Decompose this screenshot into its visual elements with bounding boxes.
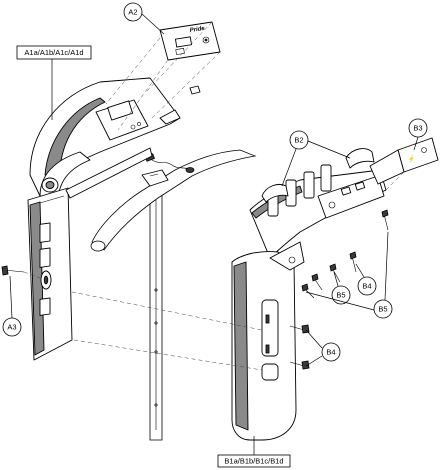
svg-text:B4: B4 xyxy=(362,282,371,291)
svg-text:A2: A2 xyxy=(128,8,137,17)
front-shroud-assembly xyxy=(27,77,181,361)
pride-logo: Pride xyxy=(189,26,205,34)
svg-text:A3: A3 xyxy=(7,323,16,332)
svg-text:B4: B4 xyxy=(326,348,335,357)
svg-text:B1a/B1b/B1c/B1d: B1a/B1b/B1c/B1d xyxy=(224,457,283,466)
label-b-group: B1a/B1b/B1c/B1d xyxy=(217,436,291,468)
callout-b3: B3 xyxy=(408,118,428,151)
b3-end-cap: ⚡ xyxy=(369,137,439,191)
callout-a3: A3 xyxy=(2,275,22,337)
rear-shroud-assembly xyxy=(231,148,387,441)
screws xyxy=(1,209,389,371)
label-a-group: A1a/A1b/A1c/A1d xyxy=(16,45,92,120)
svg-text:B5: B5 xyxy=(336,291,345,300)
callout-b4-lower: B4 xyxy=(305,329,341,367)
wire-harness xyxy=(144,153,195,173)
callout-b4-upper: B4 xyxy=(355,263,377,296)
a2-control-panel: Pride xyxy=(105,21,221,131)
callout-a2: A2 xyxy=(123,2,165,35)
svg-text:A1a/A1b/A1c/A1d: A1a/A1b/A1c/A1d xyxy=(24,48,83,57)
svg-text:⚡: ⚡ xyxy=(406,154,416,164)
callout-b5-bottom: B5 xyxy=(305,231,393,319)
callout-b5-left: B5 xyxy=(331,271,351,305)
svg-text:B3: B3 xyxy=(413,124,422,133)
svg-text:B5: B5 xyxy=(378,305,387,314)
callout-b2: B2 xyxy=(281,130,351,187)
tiller-frame xyxy=(90,149,257,441)
svg-text:B2: B2 xyxy=(294,136,303,145)
